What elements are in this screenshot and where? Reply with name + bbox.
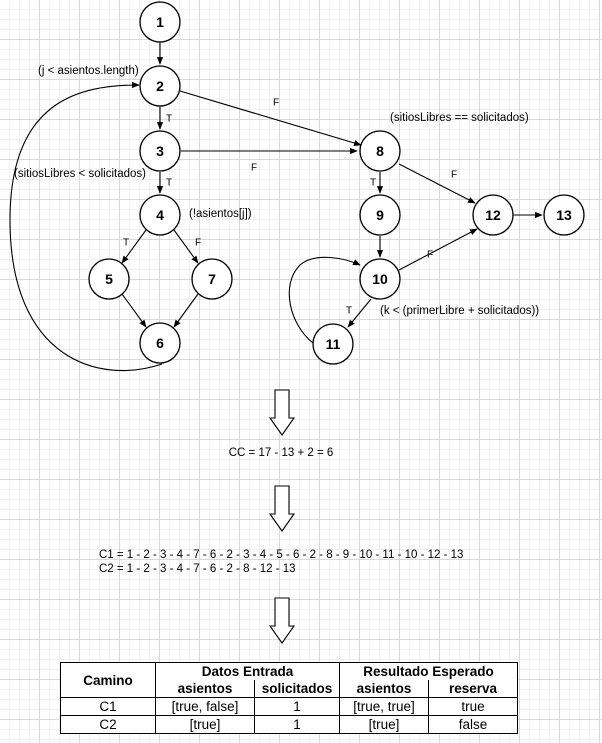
edge-4-7 [173,229,199,264]
svg-text:8: 8 [376,143,384,159]
node-6: 6 [139,322,181,364]
header-resultado-esperado: Resultado Esperado [339,662,518,680]
node-13: 13 [543,194,585,236]
svg-text:10: 10 [372,271,388,287]
table-row: C1 [true, false] 1 [true, true] true [60,697,518,716]
cell-asientos: [true] [155,715,255,734]
cell-reserva: true [428,697,518,716]
svg-text:7: 7 [208,271,216,287]
edge-label-10-11: T [346,306,352,317]
svg-text:1: 1 [156,14,164,30]
edge-label-10-12: F [427,250,433,261]
header-camino: Camino [60,662,156,698]
subheader-solicitados: solicitados [254,680,340,698]
node-7: 7 [191,258,233,300]
edge-2-8 [179,90,362,146]
svg-text:3: 3 [156,143,164,159]
subheader-reserva: reserva [428,680,518,698]
condition-node-8: (sitiosLibres == solicitados) [390,112,529,124]
subheader-asientos: asientos [155,680,255,698]
cell-asientos: [true, false] [155,697,255,716]
edge-5-6 [121,293,147,328]
node-9: 9 [359,194,401,236]
independent-paths: C1 = 1 - 2 - 3 - 4 - 7 - 6 - 2 - 3 - 4 -… [99,548,463,576]
node-2: 2 [139,65,181,107]
condition-node-3: (sitiosLibres < solicitados) [14,168,146,180]
edge-7-6 [173,293,199,328]
svg-text:11: 11 [326,336,341,352]
edge-4-5 [121,229,147,264]
subheader-asientos-result: asientos [339,680,429,698]
edge-label-3-4: T [166,178,172,189]
svg-text:9: 9 [376,207,384,223]
path-c1: C1 = 1 - 2 - 3 - 4 - 7 - 6 - 2 - 3 - 4 -… [99,549,464,561]
condition-node-10: (k < (primerLibre + solicitados)) [380,305,539,317]
down-arrow-icon [268,597,296,644]
edge-11-10 [288,256,361,344]
svg-text:12: 12 [485,207,501,223]
svg-text:5: 5 [105,271,113,287]
cell-camino: C2 [60,715,156,734]
edge-6-2 [9,81,163,371]
header-datos-entrada: Datos Entrada [155,662,340,680]
edge-label-3-8: F [251,163,257,174]
condition-node-4: (!asientos[j]) [189,208,252,220]
edge-10-11 [347,298,372,328]
table-row: C2 [true] 1 [true] false [60,715,518,734]
svg-text:6: 6 [156,335,164,351]
cell-camino: C1 [60,697,156,716]
svg-text:13: 13 [556,207,572,223]
cyclomatic-complexity: CC = 17 - 13 + 2 = 6 [228,447,334,459]
node-8: 8 [359,130,401,172]
cell-asientos-result: [true, true] [339,697,429,716]
cell-solicitados: 1 [254,715,340,734]
cell-solicitados: 1 [254,697,340,716]
edge-label-2-3: T [166,114,172,125]
edge-label-2-8: F [273,98,279,109]
table-header-row: Camino Datos Entrada Resultado Esperado [60,662,518,698]
node-11: 11 [312,323,354,365]
node-1: 1 [139,1,181,43]
node-12: 12 [472,194,514,236]
down-arrow-icon [268,485,296,532]
edge-label-4-5: T [123,238,129,249]
node-3: 3 [139,130,181,172]
cell-reserva: false [428,715,518,734]
condition-node-2: (j < asientos.length) [38,65,139,77]
node-5: 5 [88,258,130,300]
test-cases-table: Camino Datos Entrada Resultado Esperado … [60,662,518,734]
svg-text:4: 4 [156,207,164,223]
edge-label-4-7: F [195,238,201,249]
edge-label-8-9: T [370,178,376,189]
node-10: 10 [359,258,401,300]
down-arrow-icon [268,389,296,436]
edge-label-8-12: F [451,170,457,181]
edge-8-12 [398,163,476,204]
path-c2: C2 = 1 - 2 - 3 - 4 - 7 - 6 - 2 - 8 - 12 … [99,563,296,575]
edge-10-12 [398,228,478,271]
cell-asientos-result: [true] [339,715,429,734]
node-4: 4 [139,194,181,236]
svg-text:2: 2 [156,78,164,94]
